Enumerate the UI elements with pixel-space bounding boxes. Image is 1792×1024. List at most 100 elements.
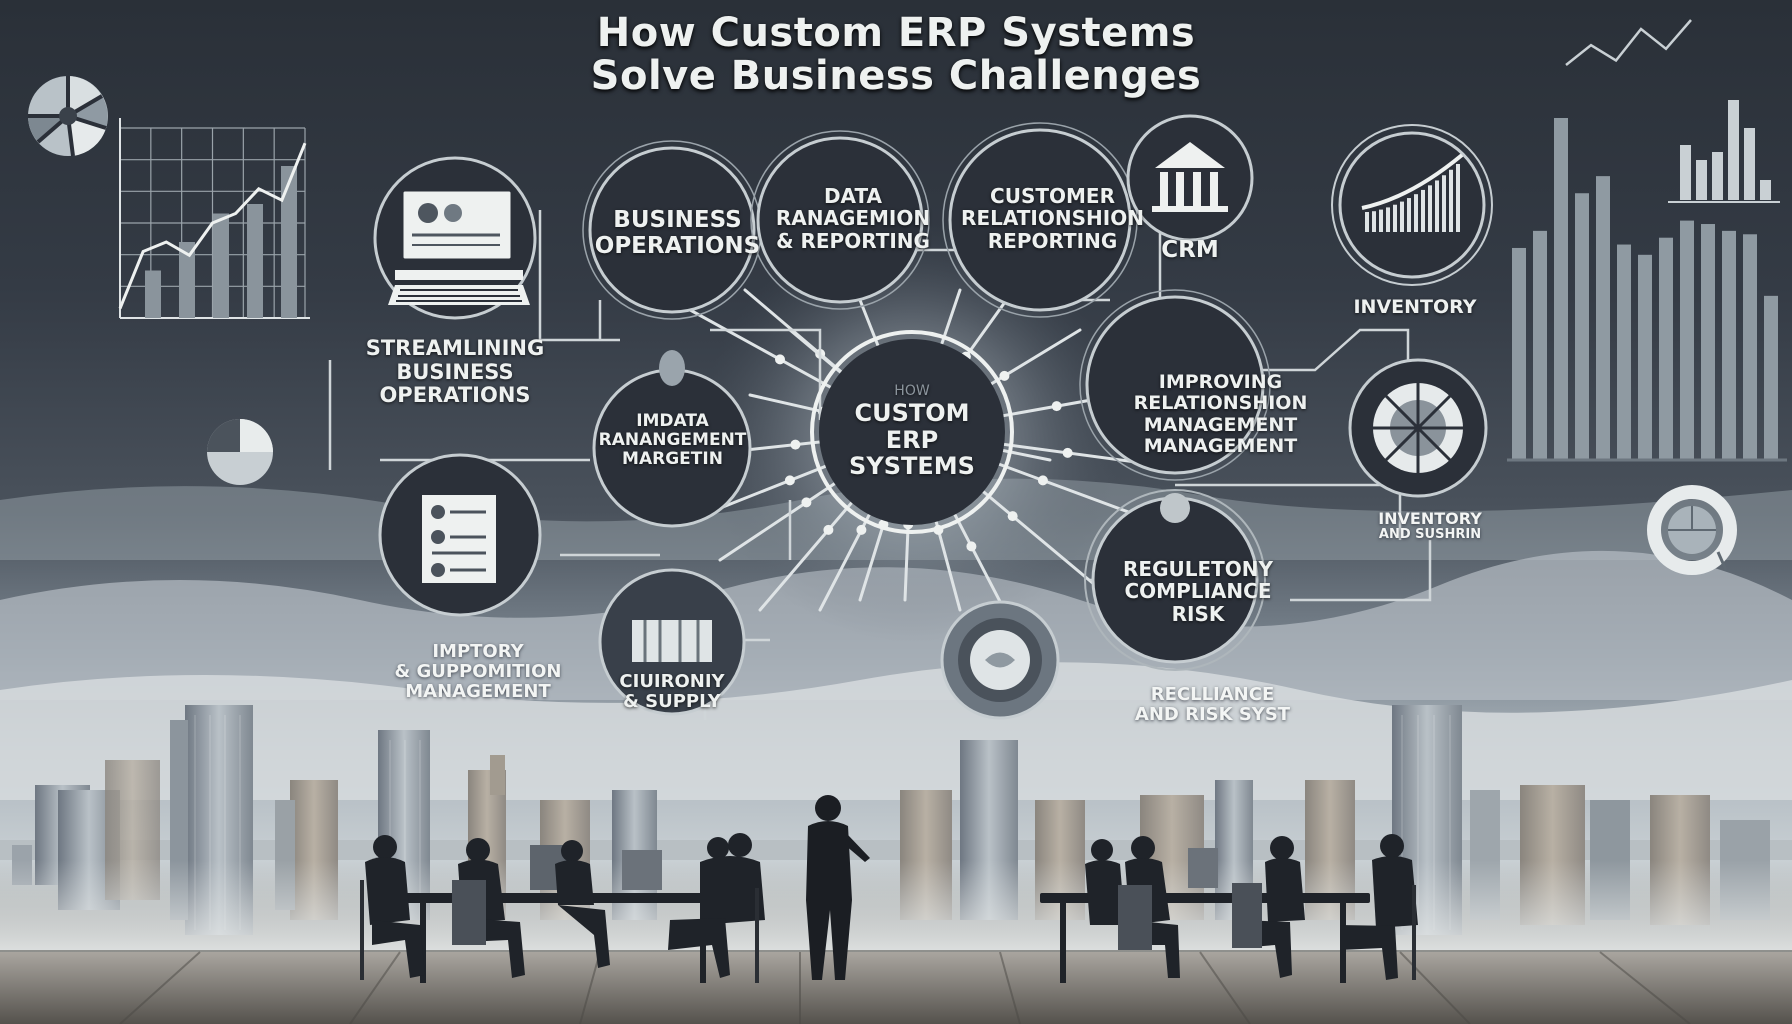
node-label-line: CIUIRONIY — [619, 671, 725, 692]
connector-dot — [801, 497, 812, 508]
node-regulatory-compliance-risk[interactable]: REGULETONY COMPLIANCE RISK — [1118, 557, 1278, 626]
node-label-line: CRM — [1161, 237, 1219, 263]
node-label-line: OPERATIONS — [594, 232, 761, 259]
node-label-line: RELATIONSHION — [961, 206, 1144, 231]
document-list-icon — [378, 453, 542, 617]
node-label-line: OPERATIONS — [379, 383, 531, 408]
node-circle-ring — [1079, 289, 1271, 481]
trend-line — [1565, 19, 1692, 66]
node-label-line: REPORTING — [987, 228, 1118, 253]
node-circle-ring — [750, 130, 930, 310]
node-circle-ring — [942, 122, 1138, 318]
growth-bar — [1456, 164, 1460, 232]
mini-chart-bar — [1712, 152, 1723, 200]
decorative-bar-chart-right — [1507, 19, 1787, 462]
node-circle — [948, 128, 1132, 312]
node-label-line: DATA — [823, 184, 883, 208]
node-label-line: INVENTORY — [1353, 296, 1477, 318]
node-circle — [756, 136, 924, 304]
node-label-line: AND RISK SYST — [1134, 704, 1291, 726]
chart-bar — [1701, 224, 1715, 460]
chart-bar — [1575, 193, 1589, 461]
growth-bar — [1435, 180, 1439, 232]
growth-bar — [1407, 198, 1411, 232]
chart-bar — [1554, 118, 1568, 460]
chart-bar — [1659, 237, 1673, 460]
decorative-line-bar-chart-left — [118, 118, 310, 319]
mini-chart-bar — [1696, 160, 1707, 200]
meeting-group-left — [360, 833, 765, 983]
connector-dot — [999, 370, 1010, 381]
node-compliance-and-risk[interactable]: RECLLIANCE AND RISK SYST — [1120, 684, 1305, 726]
node-label-line: MANAGEMENT — [1143, 434, 1298, 457]
node-label-line: BUSINESS — [396, 359, 514, 384]
node-data-management-reporting[interactable]: DATA RANAGEMION & REPORTING — [768, 184, 938, 253]
growth-bar — [1372, 211, 1376, 232]
pie-chart-icon — [207, 419, 273, 485]
node-data-management-marketing[interactable]: IMDATA RANANGEMENT MARGETIN — [590, 411, 755, 470]
connector-dot — [1051, 401, 1062, 412]
hub-text-line: CUSTOM — [854, 398, 970, 427]
connector-dot — [775, 354, 785, 365]
page-title-line-2: Solve Business Challenges — [590, 53, 1202, 99]
city-skyline — [0, 705, 1792, 950]
chart-bar — [1638, 254, 1652, 460]
warehouse-icon — [598, 568, 746, 716]
node-company-supply[interactable]: CIUIRONIY & SUPPLY — [612, 671, 732, 713]
node-label-line: & SUPPLY — [623, 691, 721, 713]
connector-dot — [1037, 475, 1048, 486]
node-label-line: IMPTORY — [432, 641, 524, 662]
node-business-operations[interactable]: BUSINESS OPERATIONS — [590, 207, 765, 260]
handshake-icon — [940, 600, 1060, 720]
chart-bar — [247, 204, 263, 318]
connector-dot — [784, 475, 795, 486]
node-inventory-supply[interactable]: INVENTORY AND SUSHRIN — [1360, 510, 1500, 542]
connector-dot — [1062, 447, 1073, 458]
chart-bar — [1680, 220, 1694, 460]
page-title-line-1: How Custom ERP Systems — [596, 10, 1196, 56]
chart-bar — [1533, 230, 1547, 460]
node-label-line: IMDATA — [636, 411, 709, 431]
node-label-line: COMPLIANCE — [1124, 579, 1272, 604]
lightbulb-icon — [592, 350, 752, 528]
mini-chart-bar — [1680, 145, 1691, 200]
chart-bar — [1512, 247, 1526, 460]
growth-bar — [1400, 201, 1404, 232]
growth-bar — [1442, 175, 1446, 232]
growth-bar — [1379, 209, 1383, 232]
growth-bar — [1365, 212, 1369, 232]
node-inventory-supply-management[interactable]: IMPTORY & GUPPOMITION MANAGEMENT — [378, 641, 578, 702]
hub-node[interactable] — [810, 330, 1014, 534]
growth-bar — [1449, 169, 1453, 232]
hub-label[interactable]: HOW CUSTOM ERP SYSTEMS — [822, 383, 1002, 480]
chart-bar — [1722, 230, 1736, 460]
node-label-line: REGULETONY — [1123, 557, 1273, 581]
node-label-line: IMPROVING — [1158, 371, 1283, 393]
donut-chart-icon — [1647, 485, 1737, 575]
node-label-line: AND SUSHRIN — [1378, 526, 1482, 542]
node-label-line: & GUPPOMITION — [394, 661, 562, 683]
connector-dot — [856, 524, 867, 535]
node-label-line: RELATIONSHION — [1133, 392, 1308, 415]
growth-bar — [1393, 204, 1397, 232]
meeting-group-right — [1040, 834, 1418, 983]
node-crm[interactable]: CRM — [1150, 237, 1230, 264]
chart-bar — [213, 213, 229, 318]
node-customer-relationship-reporting[interactable]: CUSTOMER RELATIONSHION REPORTING — [950, 185, 1155, 253]
node-circle — [588, 146, 756, 314]
node-label-line: MARGETIN — [622, 449, 723, 470]
growth-bar — [1414, 194, 1418, 232]
node-label-line: RECLLIANCE — [1150, 684, 1275, 705]
computer-monitor-icon — [373, 156, 537, 320]
node-streamlining-business-operations[interactable]: STREAMLINING BUSINESS OPERATIONS — [355, 336, 555, 408]
node-inventory[interactable]: INVENTORY — [1350, 296, 1480, 318]
chart-bar — [1617, 244, 1631, 460]
chart-bar — [1743, 234, 1757, 460]
growth-bar — [1386, 207, 1390, 232]
chart-line — [118, 142, 307, 310]
node-improving-relationship-management[interactable]: IMPROVING RELATIONSHION MANAGEMENT MANAG… — [1128, 371, 1313, 457]
node-label-line: BUSINESS — [613, 207, 742, 233]
gear-wheel-icon — [1348, 358, 1488, 498]
